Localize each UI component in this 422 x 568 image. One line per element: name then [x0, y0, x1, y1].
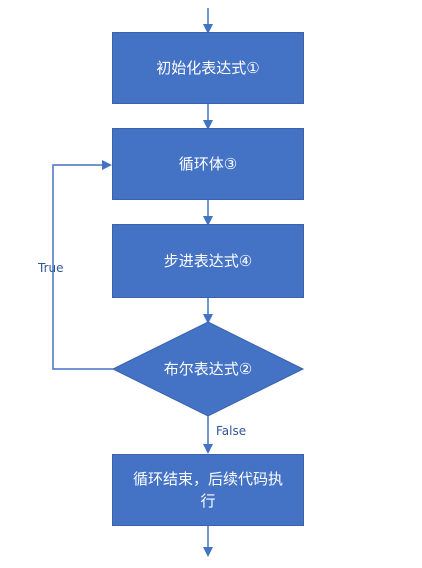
loop-body-label: 循环体③ — [178, 155, 238, 173]
condition-label: 布尔表达式② — [163, 360, 253, 378]
decision-diamond — [111, 321, 305, 417]
step-box: 步进表达式④ — [112, 224, 304, 298]
loop-body-box: 循环体③ — [112, 128, 304, 200]
arrow-true-loop — [52, 160, 113, 370]
false-edge-label: False — [216, 424, 247, 438]
true-edge-label: True — [38, 261, 64, 275]
end-label: 循环结束，后续代码执行 — [132, 470, 283, 510]
step-label: 步进表达式④ — [163, 252, 253, 270]
end-box: 循环结束，后续代码执行 — [112, 454, 304, 526]
init-box: 初始化表达式① — [112, 32, 304, 104]
init-label: 初始化表达式① — [156, 59, 260, 77]
